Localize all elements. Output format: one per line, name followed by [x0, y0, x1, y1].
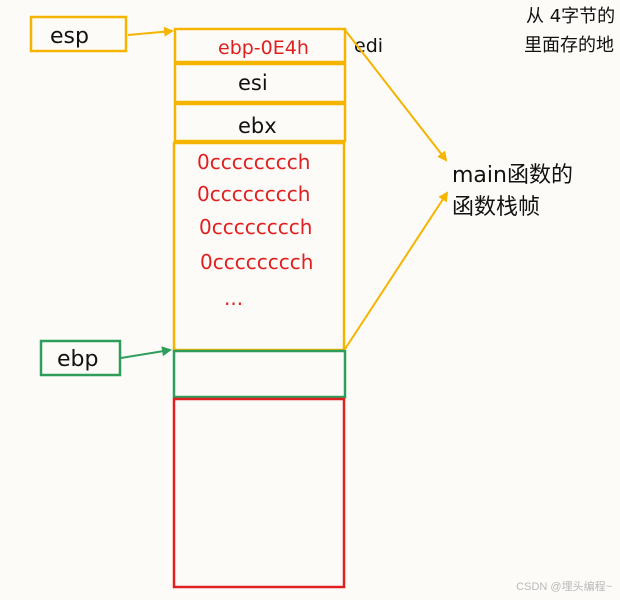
- fill-line: 0cccccccch: [199, 215, 312, 239]
- fill-line: 0cccccccch: [197, 182, 310, 206]
- corner-note-line1: 从 4字节的: [526, 6, 615, 27]
- stack-cell-ebp: [172, 349, 347, 399]
- stack-cell-esi: [173, 62, 347, 104]
- fill-line: 0cccccccch: [200, 250, 313, 274]
- stack-cell-ebp-offset-label: ebp-0E4h: [218, 37, 309, 59]
- esp-arrow: [127, 26, 174, 37]
- caller-frame-region: [172, 397, 346, 589]
- fill-ellipsis: ...: [224, 286, 243, 310]
- main-frame-top-arrow: [344, 29, 448, 162]
- main-frame-bottom-arrow: [344, 191, 449, 350]
- stack-cell-ebx-label: ebx: [238, 114, 277, 138]
- fill-lines: 0cccccccch 0cccccccch 0cccccccch 0cccccc…: [197, 150, 313, 310]
- fill-line: 0cccccccch: [197, 150, 310, 174]
- ebp-label: ebp: [57, 347, 98, 372]
- esp-register-box: [29, 15, 128, 53]
- main-frame-annotation-line1: main函数的: [452, 163, 573, 188]
- ebp-register-box: [39, 339, 122, 377]
- corner-note-line2: 里面存的地: [524, 35, 614, 56]
- stack-cell-esi-label: esi: [238, 71, 268, 95]
- main-frame-annotation-line2: 函数栈帧: [452, 195, 540, 220]
- stack-cell-ebx: [173, 102, 347, 143]
- main-frame-fill-region: [172, 141, 346, 352]
- stack-cell-ebp-offset: [173, 27, 347, 64]
- ebp-arrow: [120, 346, 172, 359]
- esp-label: esp: [50, 24, 89, 49]
- watermark: CSDN @埋头编程~: [516, 581, 612, 593]
